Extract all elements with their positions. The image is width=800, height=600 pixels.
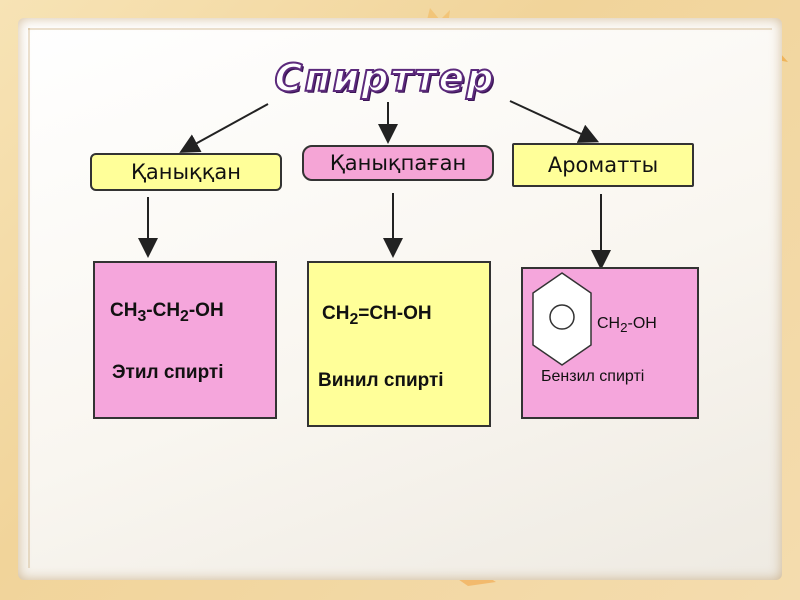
category-saturated: Қаныққан <box>90 153 282 191</box>
example-box-vinyl <box>307 261 491 427</box>
formula-benzyl: CH2-OH <box>597 315 657 336</box>
category-unsaturated: Қанықпаған <box>302 145 494 181</box>
arrow-to-saturated <box>179 103 269 153</box>
formula-vinyl: CH2=CH-OH <box>322 303 432 328</box>
name-ethyl: Этил спирті <box>112 362 224 383</box>
frame-line <box>28 28 30 568</box>
arrow-to-aromatic <box>509 100 600 143</box>
category-aromatic: Ароматты <box>512 143 694 187</box>
diagram-title: Спирттер <box>274 55 496 101</box>
formula-ethyl: CH3-CH2-OH <box>110 300 224 325</box>
frame-line <box>28 28 772 30</box>
example-box-ethyl <box>93 261 277 419</box>
name-vinyl: Винил спирті <box>318 370 444 391</box>
benzene-ring-icon <box>532 272 592 366</box>
name-benzyl: Бензил спирті <box>541 368 645 385</box>
